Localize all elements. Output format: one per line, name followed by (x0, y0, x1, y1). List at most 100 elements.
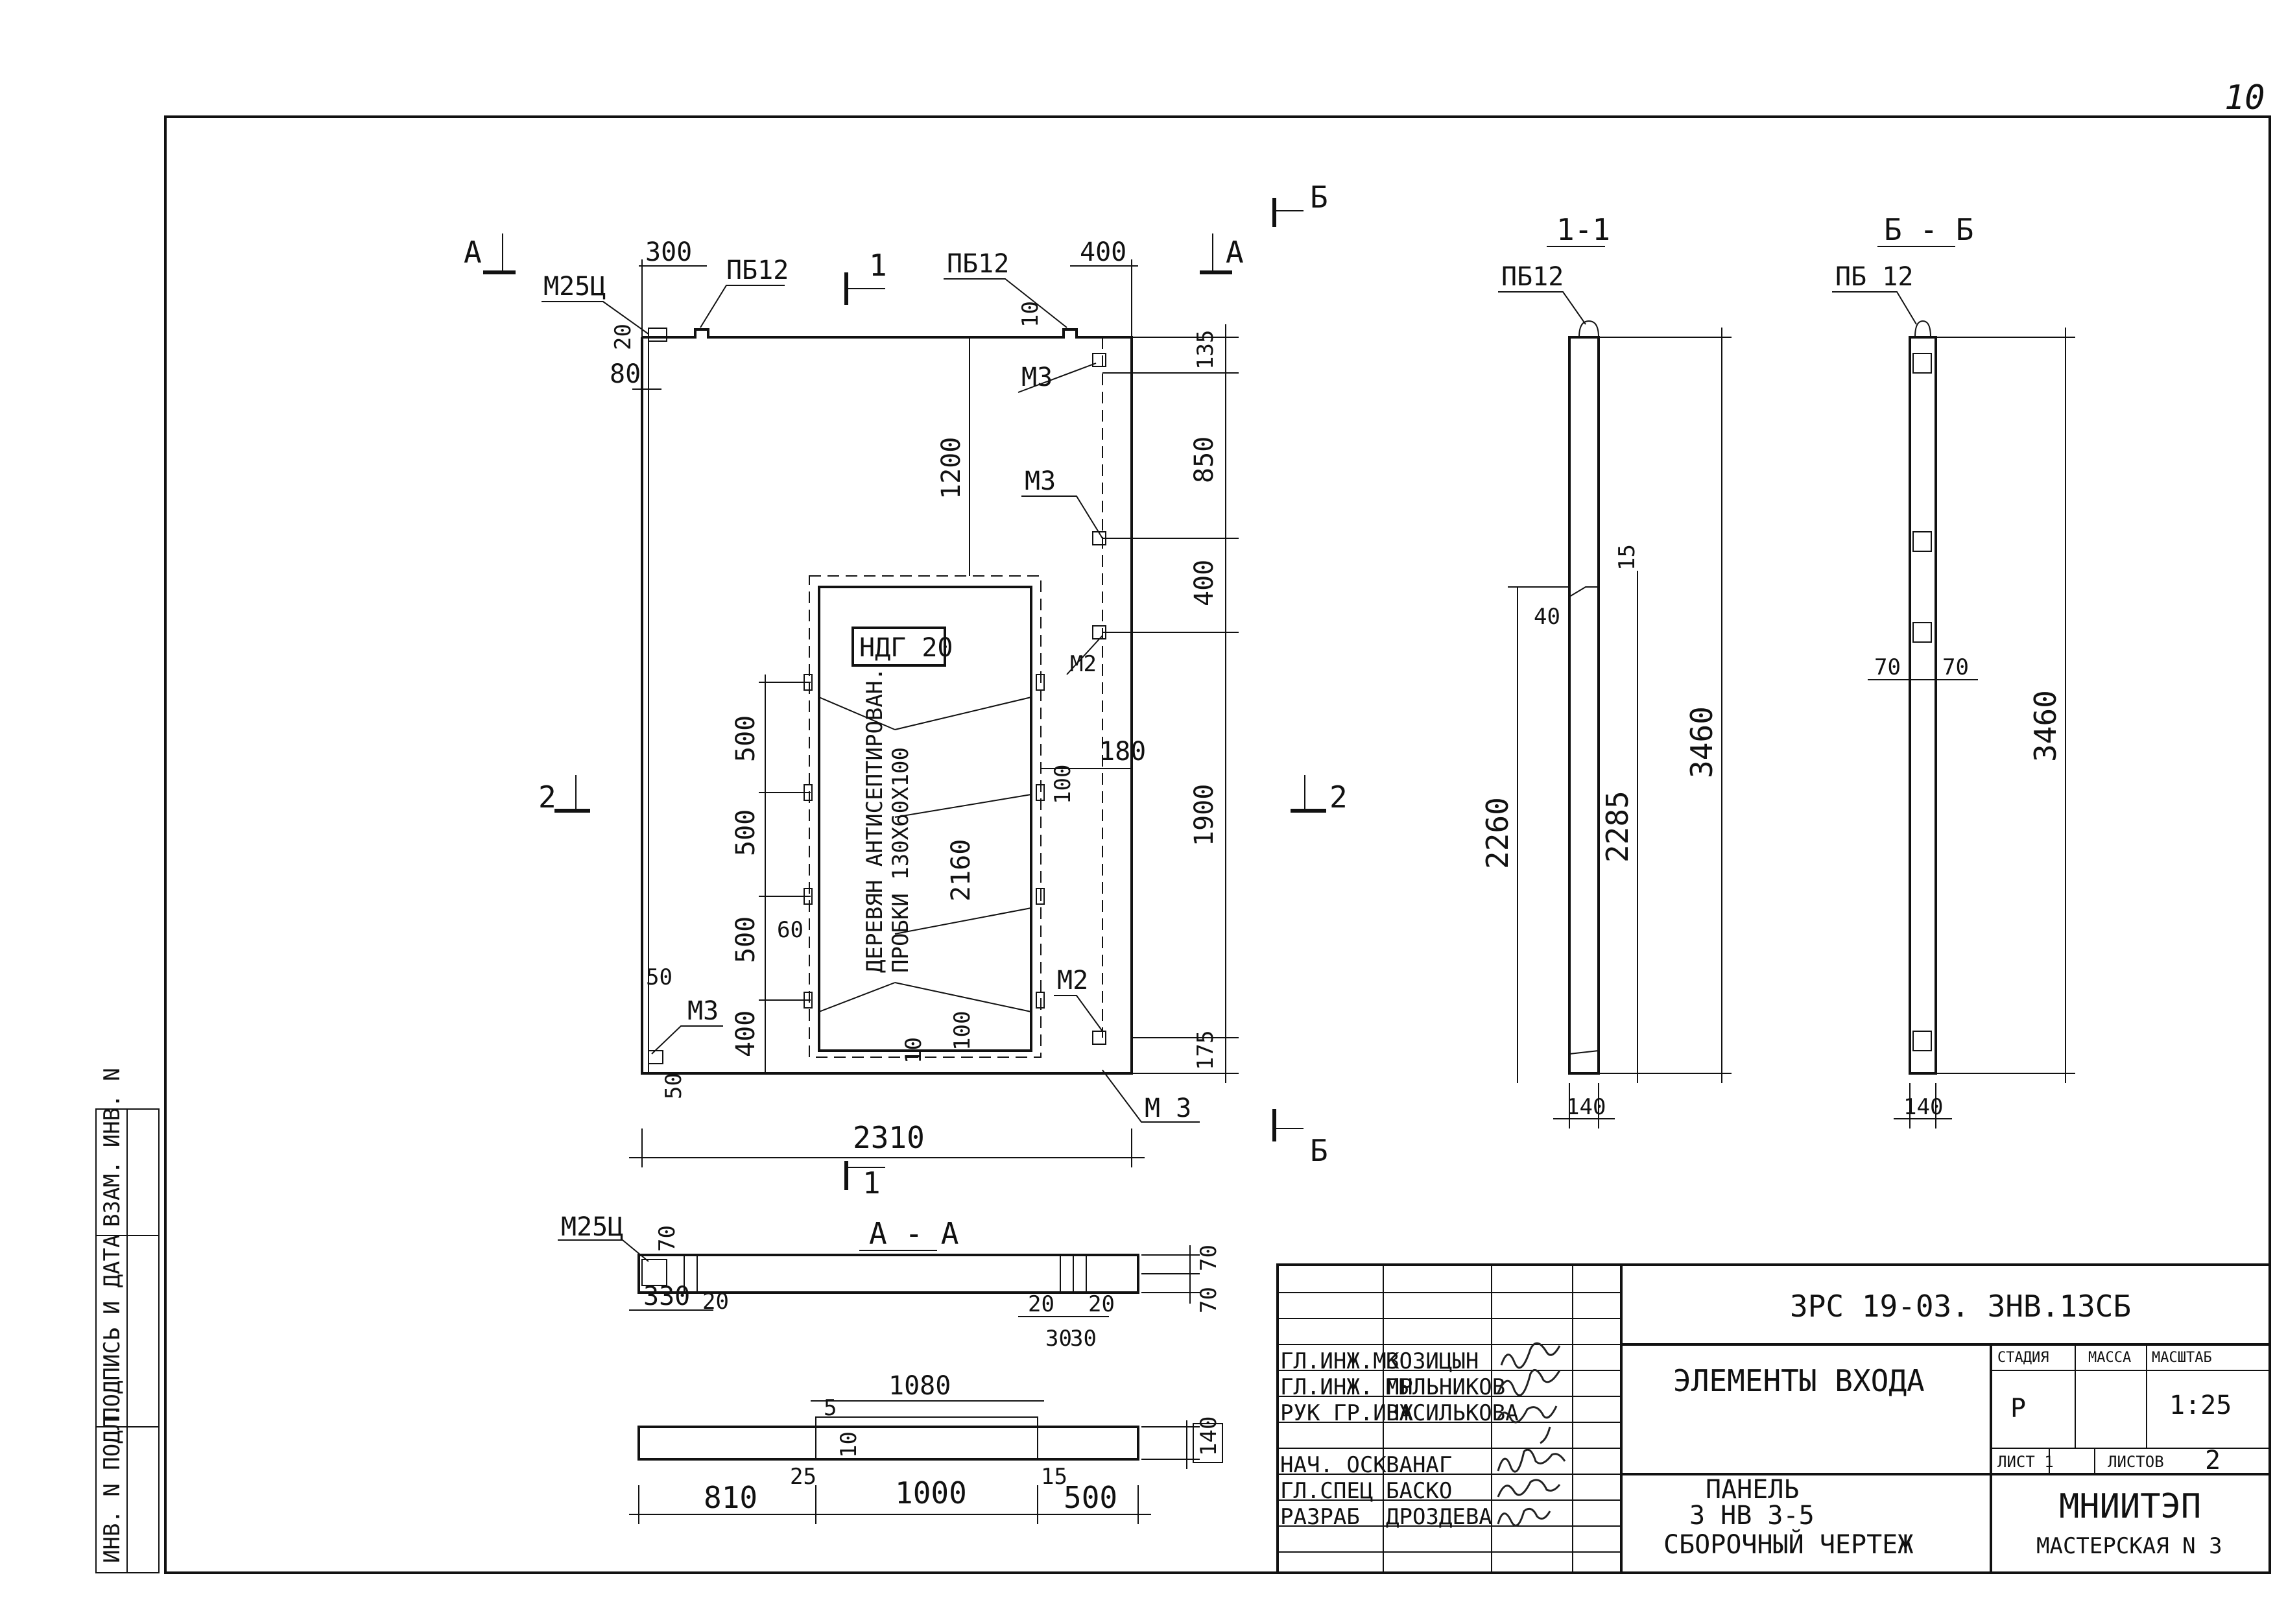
dim-50-a: 50 (646, 964, 673, 990)
s11-title: 1-1 (1556, 212, 1610, 247)
plan-dim-10: 10 (836, 1431, 862, 1458)
title-block: ГЛ.ИНЖ.МЗ КОЗИЦЫН ГЛ.ИНЖ. ПР МЫЛЬНИКОВ Р… (1276, 1263, 2271, 1574)
row-role-2: ГЛ.ИНЖ. ПР (1280, 1374, 1413, 1400)
dim-135: 135 (1193, 330, 1219, 370)
plan-dim-1000: 1000 (895, 1475, 967, 1511)
dim-2310: 2310 (853, 1120, 925, 1155)
section-a-a: А - А М25Ц 70 330 20 20 20 30 30 70 70 (558, 1212, 1222, 1352)
aa-dim-330: 330 (643, 1282, 690, 1311)
plan-view: 1080 5 10 25 15 140 810 1000 500 (629, 1371, 1223, 1524)
svg-text:1: 1 (869, 248, 887, 283)
dim-400-l: 400 (731, 1010, 761, 1057)
row-role-4: НАЧ. ОСК (1280, 1452, 1387, 1478)
label-m3-c: М3 (687, 996, 719, 1026)
s11-dim-140: 140 (1566, 1094, 1606, 1120)
dim-400-top: 400 (1080, 237, 1126, 267)
sbb-pb12: ПБ 12 (1835, 262, 1913, 292)
door-label: НДГ 20 (859, 633, 953, 663)
label-m3-d: М 3 (1145, 1093, 1191, 1123)
drawing-name-3: СБОРОЧНЫЙ ЧЕРТЕЖ (1663, 1529, 1913, 1560)
aa-m25c: М25Ц (561, 1212, 623, 1242)
dim-175: 175 (1193, 1031, 1219, 1070)
sheets-value: 2 (2205, 1446, 2221, 1475)
plugs-label-1: ДЕРЕВЯН АНТИСЕПТИРОВАН. (862, 667, 888, 973)
sheet-label: ЛИСТ 1 (1997, 1453, 2054, 1471)
dim-60: 60 (777, 917, 804, 943)
label-m2-b: М2 (1057, 966, 1088, 996)
mass-label: МАССА (2088, 1350, 2131, 1366)
drawing-name-2: 3 НВ 3-5 (1689, 1501, 1815, 1531)
stamp-vzam-inv: ВЗАМ. ИНВ. N (99, 1068, 125, 1227)
row-role-6: РАЗРАБ (1280, 1504, 1360, 1530)
svg-text:Б: Б (1310, 180, 1328, 215)
dim-80: 80 (610, 359, 641, 389)
dim-100-r: 100 (1050, 765, 1076, 804)
dim-100-bottom: 100 (949, 1011, 975, 1051)
row-role-5: ГЛ.СПЕЦ (1280, 1478, 1373, 1504)
sheet-number: 10 (2224, 78, 2265, 117)
sbb-dim-3460: 3460 (2028, 690, 2063, 762)
svg-text:А: А (464, 235, 482, 270)
row-name-4: ВАНАГ (1386, 1452, 1452, 1478)
dim-850: 850 (1189, 436, 1219, 483)
sbb-dim-70-r: 70 (1942, 654, 1969, 680)
scale-label: МАСШТАБ (2152, 1350, 2212, 1366)
stamp-signature-date: ПОДПИСЬ И ДАТА (99, 1234, 125, 1420)
plan-dim-1080: 1080 (888, 1371, 951, 1401)
cut-mark-a-left: А (464, 233, 516, 274)
row-name-5: БАСКО (1386, 1478, 1452, 1504)
section-aa-title: А - А (869, 1216, 958, 1251)
aa-dim-30-a: 30 (1045, 1326, 1072, 1352)
dim-500-b: 500 (731, 809, 761, 856)
s11-dim-2260: 2260 (1480, 797, 1515, 869)
dim-1200: 1200 (936, 437, 966, 499)
plan-dim-810: 810 (704, 1480, 757, 1515)
drawing-name-1: ПАНЕЛЬ (1706, 1475, 1800, 1505)
dim-500-c: 500 (731, 916, 761, 963)
row-name-6: ДРОЗДЕВА (1386, 1504, 1492, 1530)
label-m25c: М25Ц (543, 272, 606, 302)
sbb-title: Б - Б (1884, 212, 1973, 247)
cut-mark-b-top: Б (1272, 180, 1328, 227)
aa-dim-20-b: 20 (1028, 1291, 1054, 1317)
aa-dim-70-left: 70 (654, 1225, 680, 1252)
sbb-dim-70-l: 70 (1874, 654, 1901, 680)
dim-2160: 2160 (946, 839, 976, 902)
org-name: МНИИТЭП (2059, 1487, 2201, 1526)
row-role-1: ГЛ.ИНЖ.МЗ (1280, 1348, 1399, 1374)
dim-500-a: 500 (731, 715, 761, 762)
aa-dim-20-a: 20 (702, 1289, 729, 1315)
doc-title: ЭЛЕМЕНТЫ ВХОДА (1673, 1363, 1925, 1398)
svg-text:А: А (1226, 235, 1244, 270)
cut-mark-a-right: А (1200, 233, 1244, 274)
cut-mark-b-bottom: Б (1272, 1109, 1328, 1168)
stamp-inv-podl: ИНВ. N ПОДЛ. (99, 1403, 125, 1563)
plan-dim-15: 15 (1041, 1464, 1067, 1490)
aa-dim-20-c: 20 (1088, 1291, 1115, 1317)
sbb-dim-140: 140 (1903, 1094, 1943, 1120)
dim-1900: 1900 (1189, 784, 1219, 846)
cut-mark-2-right: 2 (1291, 775, 1348, 815)
s11-dim-2285: 2285 (1600, 791, 1635, 863)
dim-400-r: 400 (1189, 560, 1219, 606)
plan-dim-5: 5 (824, 1395, 837, 1421)
side-stamp: ИНВ. N ПОДЛ. ПОДПИСЬ И ДАТА ВЗАМ. ИНВ. N (95, 1068, 160, 1573)
cut-mark-1-top: 1 (844, 248, 887, 305)
dim-10-top: 10 (1018, 301, 1043, 328)
s11-dim-15: 15 (1614, 544, 1640, 571)
plan-dim-25: 25 (790, 1464, 816, 1490)
stage-value: Р (2010, 1394, 2026, 1424)
cut-mark-1-bottom: 1 (844, 1161, 885, 1200)
dim-10-bottom: 10 (901, 1037, 927, 1064)
dim-20: 20 (610, 324, 636, 350)
section-1-1: 1-1 ПБ12 40 15 2260 2285 3460 140 (1480, 212, 1732, 1128)
sheets-label: ЛИСТОВ (2108, 1453, 2164, 1471)
section-b-b: Б - Б ПБ 12 70 70 3460 140 (1832, 212, 2075, 1128)
plugs-label-2: ПРОБКИ 130X60X100 (888, 747, 914, 973)
svg-text:2: 2 (1329, 780, 1348, 815)
row-role-3: РУК ГР.ИНЖ (1280, 1400, 1413, 1426)
s11-dim-40: 40 (1534, 604, 1560, 630)
svg-text:1: 1 (863, 1165, 881, 1200)
label-pb12-left: ПБ12 (726, 256, 789, 285)
row-name-3: ВАСИЛЬКОВА (1386, 1400, 1519, 1426)
